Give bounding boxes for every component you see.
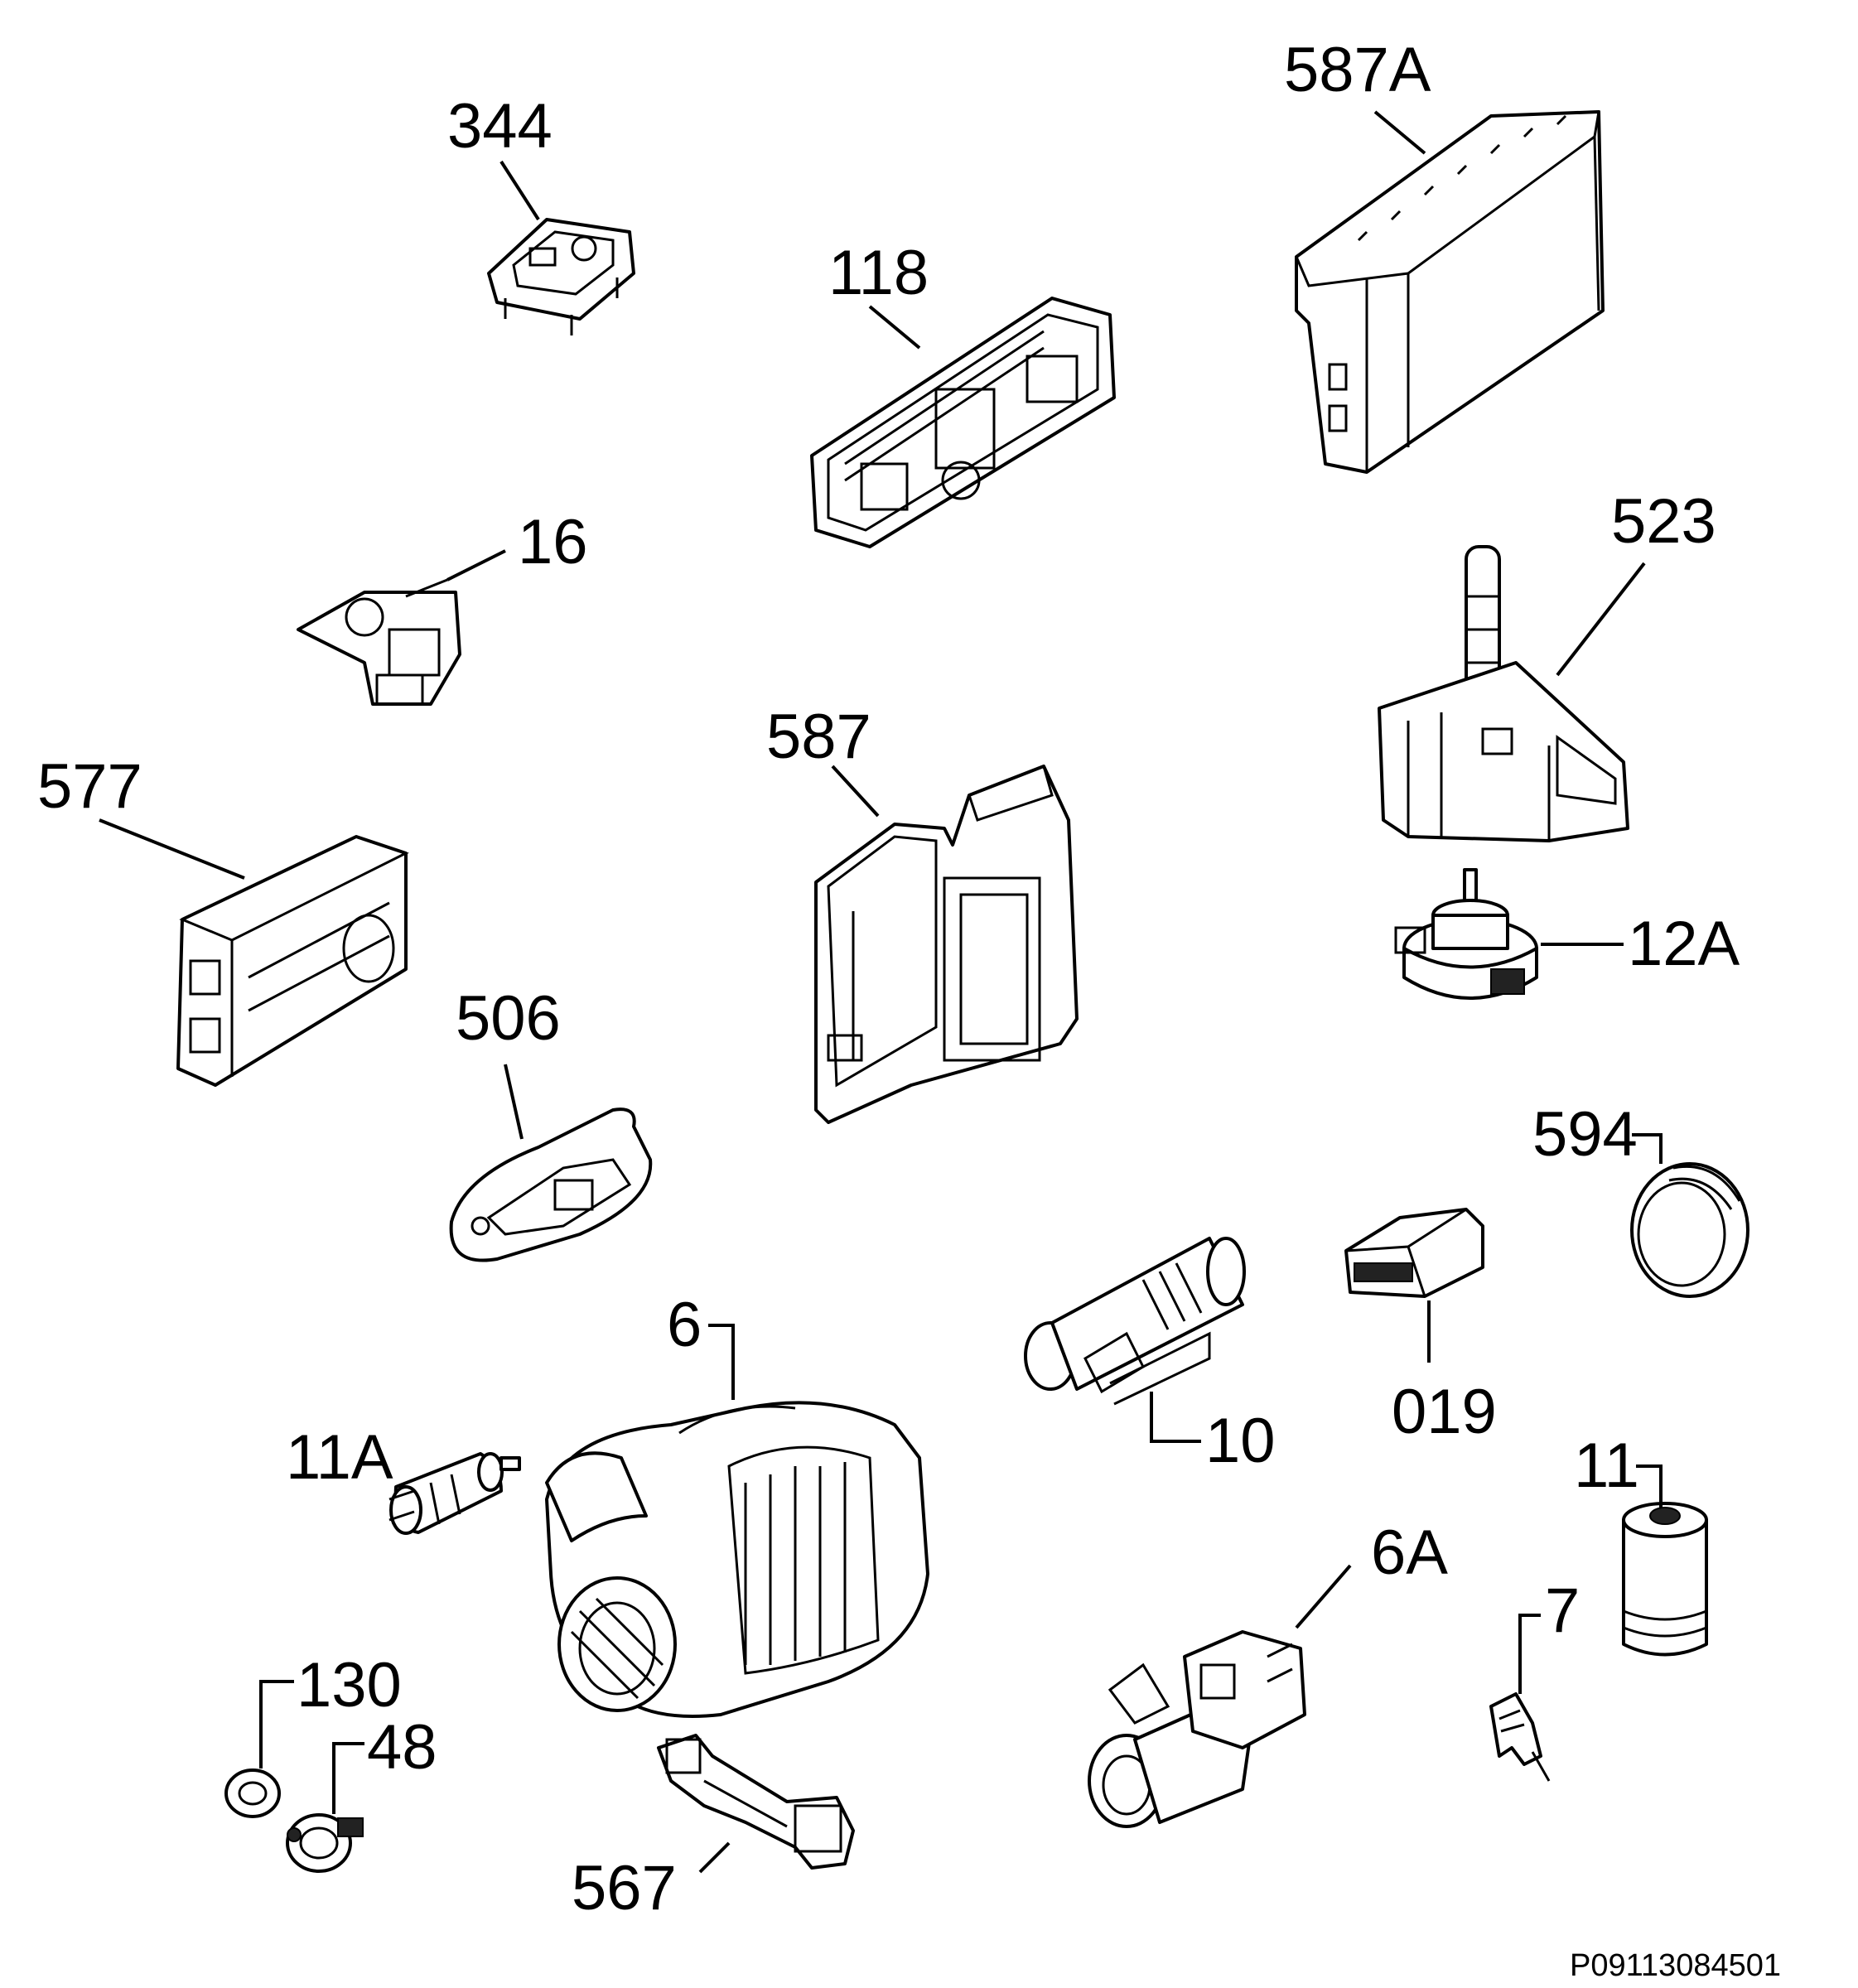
leader-344 [499, 160, 540, 221]
label-567: 567 [572, 1853, 677, 1923]
part-523 [1378, 545, 1629, 842]
leader-48 [332, 1742, 364, 1814]
label-019: 019 [1392, 1377, 1497, 1447]
leader-523 [1556, 562, 1646, 677]
part-48 [286, 1813, 364, 1873]
leader-130 [259, 1680, 294, 1768]
part-11 [1622, 1502, 1708, 1657]
part-506 [449, 1107, 653, 1262]
part-12A [1394, 868, 1538, 1000]
label-6A: 6A [1371, 1518, 1448, 1588]
leader-594 [1632, 1133, 1663, 1164]
part-567 [657, 1734, 855, 1870]
part-6 [545, 1401, 929, 1718]
leader-577 [99, 818, 245, 880]
leader-7 [1518, 1614, 1541, 1694]
label-11: 11 [1574, 1431, 1639, 1501]
label-10: 10 [1205, 1406, 1276, 1476]
label-130: 130 [297, 1650, 402, 1720]
part-587 [814, 765, 1079, 1124]
label-16: 16 [518, 507, 588, 577]
label-7: 7 [1545, 1575, 1580, 1646]
label-577: 577 [37, 751, 142, 822]
part-118 [810, 297, 1116, 548]
leader-118 [868, 305, 921, 350]
part-577 [176, 835, 409, 1087]
part-130 [224, 1768, 281, 1818]
leader-506 [504, 1064, 524, 1140]
label-587A: 587A [1284, 35, 1431, 105]
part-344 [487, 218, 635, 335]
part-587A [1295, 110, 1605, 474]
leader-587A [1373, 110, 1426, 155]
label-118: 118 [828, 238, 929, 308]
label-594: 594 [1532, 1099, 1638, 1170]
leader-16 [446, 549, 506, 581]
drawing-code: P09113084501 [1570, 1948, 1781, 1983]
leader-567 [698, 1841, 731, 1874]
part-594 [1630, 1162, 1749, 1298]
leader-6 [708, 1324, 735, 1400]
leader-587 [831, 765, 880, 818]
label-506: 506 [456, 983, 561, 1054]
label-587: 587 [766, 702, 871, 772]
part-10 [1024, 1237, 1246, 1406]
label-6: 6 [667, 1290, 702, 1360]
part-6A [1088, 1630, 1306, 1828]
label-48: 48 [367, 1712, 437, 1783]
label-12A: 12A [1628, 909, 1740, 979]
label-523: 523 [1611, 486, 1716, 557]
part-16 [297, 578, 461, 706]
part-7 [1489, 1692, 1551, 1782]
label-344: 344 [447, 91, 553, 162]
part-019 [1344, 1208, 1484, 1298]
label-11A: 11A [286, 1422, 393, 1493]
part-11A [388, 1452, 521, 1535]
leader-11 [1636, 1464, 1663, 1508]
leader-10 [1150, 1392, 1201, 1443]
leader-6A [1295, 1564, 1352, 1629]
